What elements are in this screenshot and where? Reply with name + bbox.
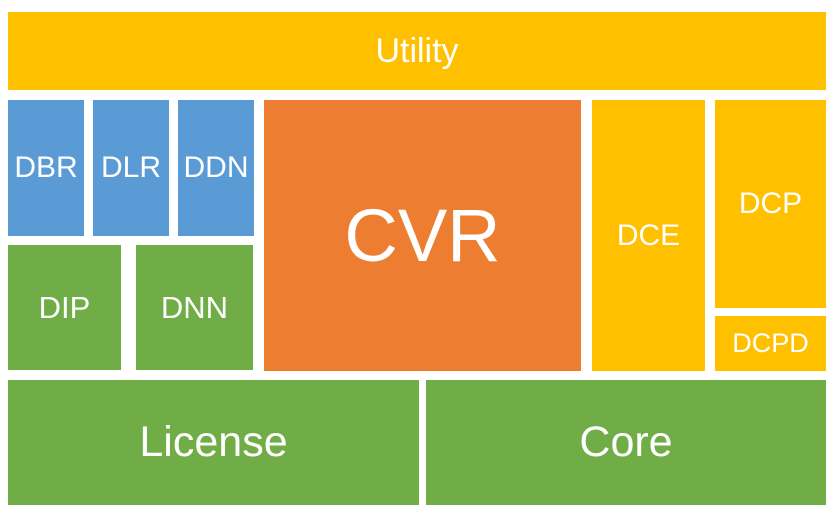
block-ddn-label: DDN (183, 151, 249, 184)
block-dce: DCE (592, 100, 705, 371)
block-utility: Utility (8, 12, 826, 90)
block-dcp-label: DCP (738, 187, 803, 220)
block-dce-label: DCE (616, 218, 681, 252)
block-cvr: CVR (264, 100, 581, 371)
block-dnn: DNN (136, 245, 253, 370)
block-ddn: DDN (178, 100, 254, 236)
block-core-label: Core (579, 418, 673, 466)
block-dip-label: DIP (38, 290, 91, 325)
block-utility-label: Utility (375, 32, 459, 70)
block-dcpd-label: DCPD (732, 328, 809, 358)
block-dip: DIP (8, 245, 121, 370)
block-license: License (8, 380, 419, 505)
block-dbr-label: DBR (14, 151, 78, 184)
block-license-label: License (139, 418, 288, 466)
block-dcpd: DCPD (715, 316, 826, 371)
block-dlr-label: DLR (100, 151, 161, 184)
block-cvr-label: CVR (344, 193, 501, 277)
block-dcp: DCP (715, 100, 826, 308)
block-dlr: DLR (93, 100, 169, 236)
block-dnn-label: DNN (160, 290, 229, 325)
block-core: Core (426, 380, 826, 505)
block-dbr: DBR (8, 100, 84, 236)
